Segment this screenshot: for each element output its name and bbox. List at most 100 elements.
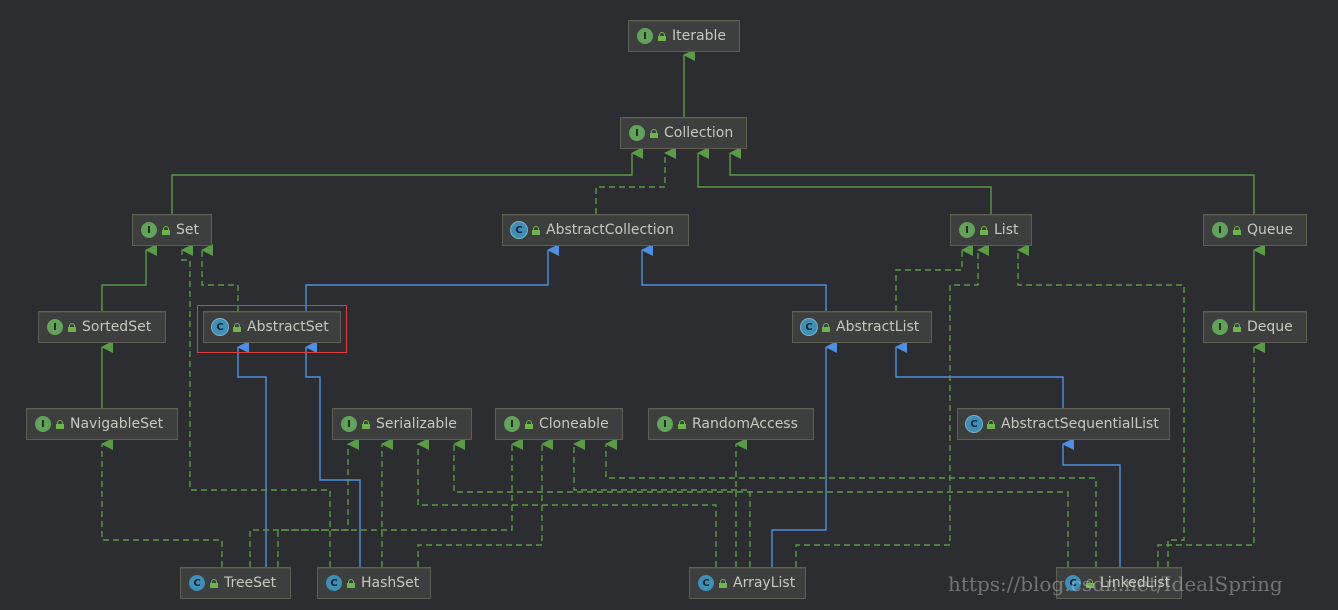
node-iterable[interactable]: I Iterable [628,20,740,52]
edge-arraylist-abstractlist [771,341,837,567]
node-label: AbstractCollection [546,222,675,238]
node-queue[interactable]: I Queue [1203,214,1307,246]
interface-icon: I [959,222,975,238]
lock-icon [822,322,830,332]
node-deque[interactable]: I Deque [1203,311,1307,343]
node-set[interactable]: I Set [132,214,212,246]
lock-icon [1086,578,1094,588]
edge-sortedset-set [101,244,157,311]
node-tree-set[interactable]: C TreeSet [180,567,291,599]
node-label: Serializable [376,416,457,432]
node-label: AbstractSet [247,319,329,335]
interface-icon: I [657,416,673,432]
lock-icon [532,225,540,235]
edge-abstractlist-abstractcollection [641,244,827,311]
edge-abstractsequentiallist-abstractlist [895,341,1064,408]
lock-icon [719,578,727,588]
class-icon: C [326,575,342,591]
edge-queue-collection [729,147,1255,214]
node-label: AbstractList [836,319,920,335]
edge-linkedlist-serializable [453,438,1069,567]
interface-icon: I [47,319,63,335]
node-label: Collection [664,125,734,141]
edge-treeset-abstractset [237,341,267,567]
interface-icon: I [504,416,520,432]
node-label: HashSet [361,575,420,591]
lock-icon [1233,225,1241,235]
edge-arraylist-cloneable [573,438,751,567]
class-icon: C [698,575,714,591]
node-label: SortedSet [82,319,152,335]
edge-arraylist-serializable [417,438,717,567]
node-label: AbstractSequentialList [1001,416,1159,432]
lock-icon [658,31,666,41]
lock-icon [210,578,218,588]
node-label: ArrayList [733,575,796,591]
node-label: Set [176,222,199,238]
node-random-access[interactable]: I RandomAccess [648,408,814,440]
edge-arraylist-list [795,244,989,567]
node-label: List [994,222,1019,238]
interface-icon: I [341,416,357,432]
lock-icon [678,419,686,429]
node-sorted-set[interactable]: I SortedSet [38,311,166,343]
lock-icon [525,419,533,429]
edge-hashset-cloneable [417,438,553,567]
lock-icon [347,578,355,588]
abstract-class-icon: C [966,416,982,432]
abstract-class-icon: C [801,319,817,335]
interface-icon: I [141,222,157,238]
node-label: Deque [1247,319,1293,335]
node-abstract-list[interactable]: C AbstractList [792,311,932,343]
node-navigable-set[interactable]: I NavigableSet [26,408,178,440]
edge-hashset-abstractset [305,341,361,567]
abstract-class-icon: C [511,222,527,238]
node-label: RandomAccess [692,416,798,432]
lock-icon [68,322,76,332]
node-collection[interactable]: I Collection [620,117,747,149]
interface-icon: I [1212,319,1228,335]
watermark: https://blog.csdn.net/IdealSpring [948,572,1283,596]
edge-list-collection [697,147,992,214]
edge-treeset-navigableset [101,438,223,567]
node-linked-list[interactable]: C LinkedList [1056,567,1182,599]
edge-abstractset-set [201,244,239,311]
node-abstract-collection[interactable]: C AbstractCollection [502,214,689,246]
lock-icon [362,419,370,429]
edge-abstractset-abstractcollection [305,244,559,311]
abstract-class-icon: C [212,319,228,335]
interface-icon: I [637,28,653,44]
class-icon: C [1065,575,1081,591]
lock-icon [987,419,995,429]
edge-linkedlist-cloneable [605,438,1097,567]
lock-icon [233,322,241,332]
node-label: Iterable [672,28,726,44]
edge-abstractlist-list [895,244,973,311]
lock-icon [980,225,988,235]
node-label: NavigableSet [70,416,164,432]
edge-abstractcollection-collection [595,147,676,214]
edge-linkedlist-abstractsequentiallist [1062,438,1121,567]
edge-treeset-serializable [249,438,359,567]
interface-icon: I [35,416,51,432]
node-label: LinkedList [1100,575,1171,591]
node-abstract-set[interactable]: C AbstractSet [203,311,341,343]
node-hash-set[interactable]: C HashSet [317,567,431,599]
node-abstract-sequential-list[interactable]: C AbstractSequentialList [957,408,1170,440]
edge-set-collection [171,147,643,214]
node-array-list[interactable]: C ArrayList [689,567,806,599]
edge-hashset-set [181,244,331,567]
edge-linkedlist-deque [1157,341,1265,567]
node-label: TreeSet [224,575,277,591]
lock-icon [162,225,170,235]
lock-icon [56,419,64,429]
node-serializable[interactable]: I Serializable [332,408,472,440]
class-icon: C [189,575,205,591]
node-label: Cloneable [539,416,609,432]
interface-icon: I [1212,222,1228,238]
interface-icon: I [629,125,645,141]
node-list[interactable]: I List [950,214,1032,246]
lock-icon [1233,322,1241,332]
node-cloneable[interactable]: I Cloneable [495,408,623,440]
lock-icon [650,128,658,138]
